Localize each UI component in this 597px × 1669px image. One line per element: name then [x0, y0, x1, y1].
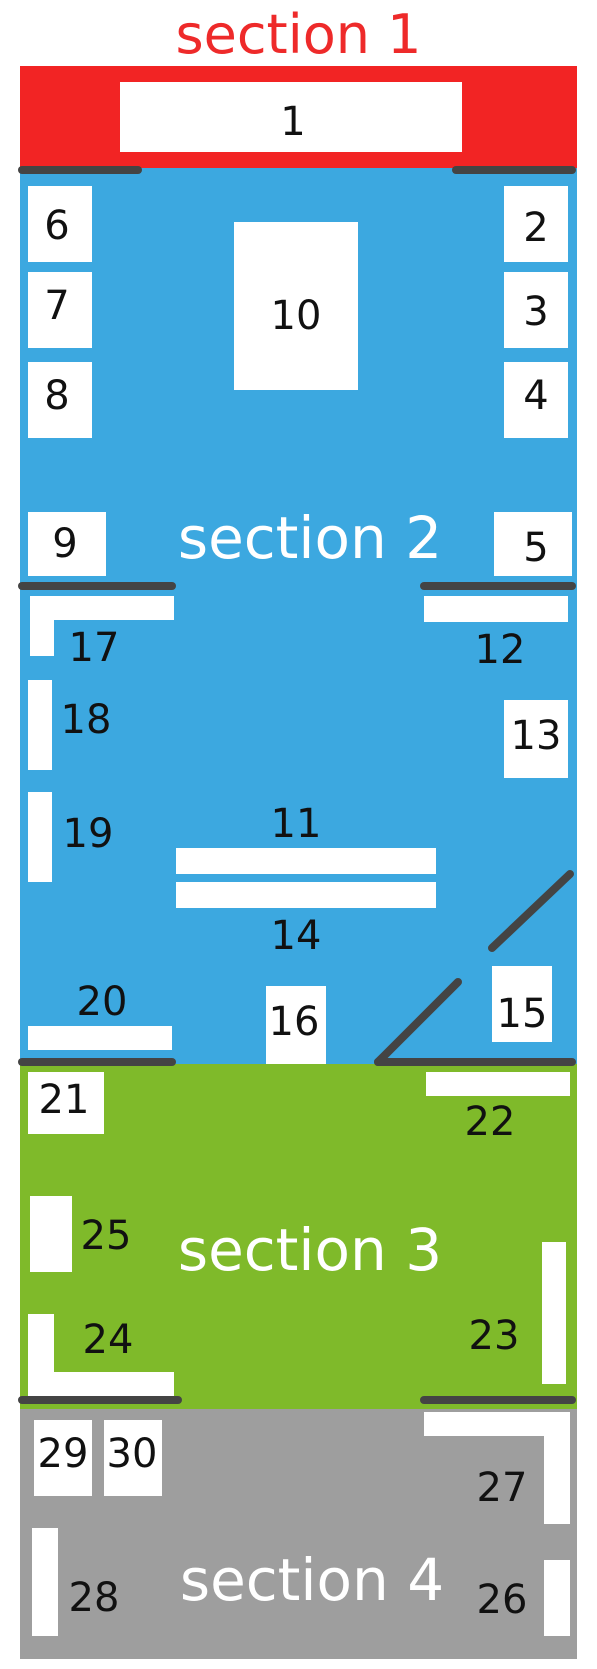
booth-10[interactable]: [234, 222, 358, 390]
booth-1[interactable]: [120, 82, 462, 152]
booth-21[interactable]: [28, 1072, 104, 1134]
booth-12-label: 12: [474, 627, 526, 673]
booth-14[interactable]: [176, 882, 436, 908]
booth-6[interactable]: [28, 186, 92, 262]
booth-18[interactable]: [28, 680, 52, 770]
booth-17-top[interactable]: [30, 596, 174, 620]
booth-27-label: 27: [476, 1465, 528, 1511]
booth-11-label: 11: [270, 801, 322, 847]
booth-19-label: 19: [62, 811, 114, 857]
booth-25-label: 25: [80, 1213, 132, 1259]
booth-20[interactable]: [28, 1026, 172, 1050]
section-3-area[interactable]: [20, 1064, 577, 1409]
booth-18-label: 18: [60, 697, 112, 743]
booth-4[interactable]: [504, 362, 568, 438]
booth-17-label: 17: [68, 625, 120, 671]
booth-23-label: 23: [468, 1313, 520, 1359]
booth-29-label: 29: [37, 1431, 89, 1477]
booth-7-label: 7: [44, 283, 70, 329]
booth-3-label: 3: [523, 289, 549, 335]
booth-23[interactable]: [542, 1242, 566, 1384]
booth-26-label: 26: [476, 1577, 528, 1623]
booth-6-label: 6: [44, 203, 70, 249]
booth-9[interactable]: [28, 512, 106, 576]
section-2-label: section 2: [177, 504, 443, 572]
booth-15-label: 15: [496, 991, 548, 1037]
booth-28-label: 28: [68, 1575, 120, 1621]
section-3-label: section 3: [177, 1216, 443, 1284]
booth-1-label: 1: [280, 99, 306, 145]
booth-10-label: 10: [270, 293, 322, 339]
booth-2[interactable]: [504, 186, 568, 262]
booth-25[interactable]: [30, 1196, 72, 1272]
booth-15[interactable]: [492, 966, 552, 1042]
booth-29[interactable]: [34, 1420, 92, 1496]
booth-30-label: 30: [106, 1431, 158, 1477]
booth-8-label: 8: [44, 373, 70, 419]
booth-24-label: 24: [82, 1317, 134, 1363]
booth-8[interactable]: [28, 362, 92, 438]
booth-20-label: 20: [76, 979, 128, 1025]
booth-17-side[interactable]: [30, 596, 54, 656]
booth-13[interactable]: [504, 700, 568, 778]
booth-22[interactable]: [426, 1072, 570, 1096]
booth-21-label: 21: [38, 1077, 90, 1123]
booth-3[interactable]: [504, 272, 568, 348]
booth-7[interactable]: [28, 272, 92, 348]
booth-24-bottom[interactable]: [28, 1372, 174, 1396]
booth-16-label: 16: [268, 999, 320, 1045]
section-4-label: section 4: [179, 1546, 445, 1614]
booth-16[interactable]: [266, 986, 326, 1064]
booth-5-label: 5: [523, 525, 549, 571]
booth-4-label: 4: [523, 373, 549, 419]
booth-30[interactable]: [104, 1420, 162, 1496]
booth-2-label: 2: [523, 205, 549, 251]
booth-9-label: 9: [52, 521, 78, 567]
booth-5[interactable]: [494, 512, 572, 576]
booth-22-label: 22: [464, 1099, 516, 1145]
booth-11[interactable]: [176, 848, 436, 874]
booth-13-label: 13: [510, 713, 562, 759]
booth-12[interactable]: [424, 596, 568, 622]
booth-27-side[interactable]: [544, 1412, 570, 1524]
booth-19[interactable]: [28, 792, 52, 882]
section-1-title: section 1: [175, 3, 422, 66]
booth-14-label: 14: [270, 913, 322, 959]
booth-26[interactable]: [544, 1560, 570, 1636]
booth-28[interactable]: [32, 1528, 58, 1636]
